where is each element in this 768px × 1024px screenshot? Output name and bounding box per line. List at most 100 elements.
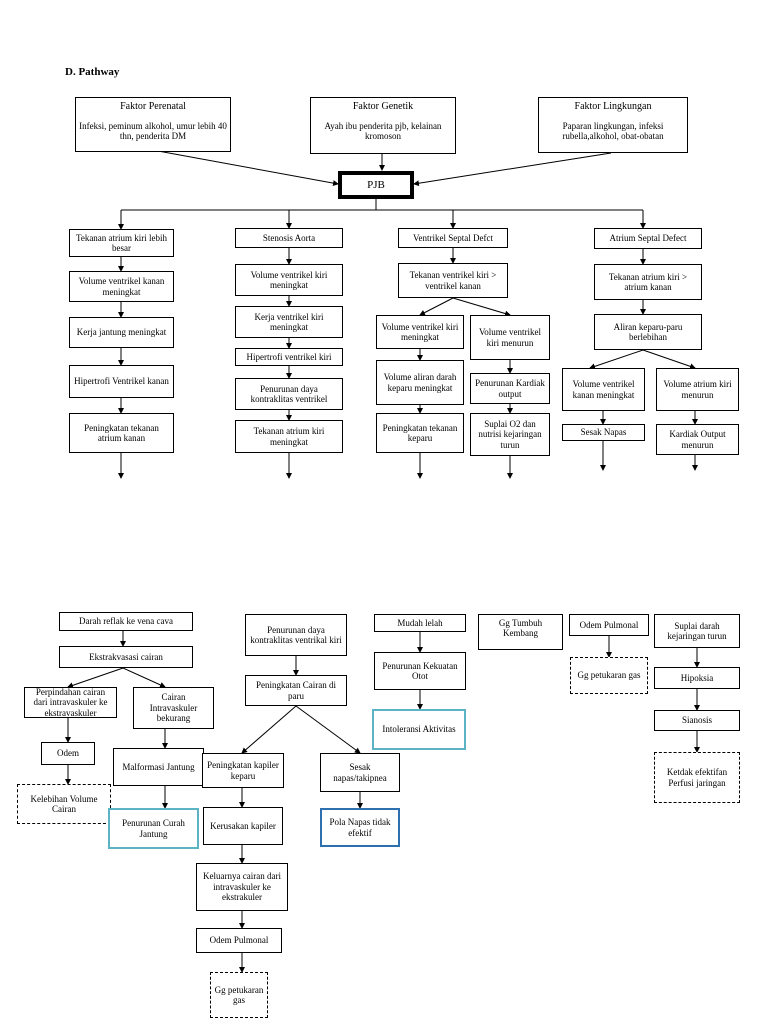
- factor-perenatal-title: Faktor Perenatal: [120, 101, 186, 112]
- node-label: Volume ventrikel kiri menurun: [478, 327, 542, 348]
- diagnosis-gg-gas: Gg petukaran gas: [210, 972, 268, 1018]
- node-label: Mudah lelah: [397, 617, 443, 628]
- node-label: Intoleransi Aktivitas: [382, 724, 456, 735]
- node-label: Kerja jantung meningkat: [76, 327, 167, 338]
- node-label: Gg Tumbuh Kembang: [498, 618, 543, 639]
- col4-right-node: Volume atrium kiri menurun: [656, 368, 739, 411]
- col2-node: Hipertrofi ventrikel kiri: [235, 348, 343, 366]
- col2-node: Penurunan daya kontraklitas ventrikel: [235, 378, 343, 410]
- node-odem-pulmonal-2: Odem Pulmonal: [569, 614, 649, 636]
- node-label: Suplai darah kejaringan turun: [667, 620, 727, 641]
- node-label: Darah reflak ke vena cava: [79, 616, 173, 627]
- node-label: Perpindahan cairan dari intravaskuler ke…: [33, 687, 108, 718]
- pjb-label: PJB: [367, 178, 385, 191]
- node-label: Peningkatan kapiler keparu: [207, 760, 279, 781]
- node-label: Penurunan daya kontraklitas ventrikal ki…: [250, 624, 342, 645]
- col2-node: Tekanan atrium kiri meningkat: [235, 420, 343, 453]
- factor-lingkungan-desc: Paparan lingkungan, infeksi rubella,alko…: [562, 120, 664, 141]
- node-label: Atrium Septal Defect: [609, 233, 687, 244]
- node-hipoksia: Hipoksia: [654, 667, 740, 689]
- page-heading: D. Pathway: [65, 66, 120, 78]
- node-label: Ventrikel Septal Defct: [413, 232, 493, 243]
- col4-sub: Tekanan atrium kiri > atrium kanan: [594, 264, 702, 300]
- diagnosis-intoleransi: Intoleransi Aktivitas: [372, 709, 466, 750]
- factor-lingkungan-title: Faktor Lingkungan: [574, 101, 652, 112]
- node-keluarnya: Keluarnya cairan dari intravaskuler ke e…: [196, 863, 288, 911]
- edge-perenatal-pjb: [157, 150, 339, 187]
- edge-lingkungan-pjb: [413, 152, 612, 187]
- node-label: Volume ventrikel kiri meningkat: [381, 321, 459, 342]
- node-label: Tekanan ventrikel kiri > ventrikel kanan: [409, 270, 497, 291]
- node-peningkatan-cairan: Peningkatan Cairan di paru: [245, 675, 347, 706]
- col3-sub: Tekanan ventrikel kiri > ventrikel kanan: [398, 263, 508, 298]
- node-label: Peningkatan tekanan atrium kanan: [84, 422, 159, 443]
- col1-node: Tekanan atrium kiri lebih besar: [69, 229, 174, 257]
- node-label: Odem: [57, 748, 79, 759]
- node-refluks: Darah reflak ke vena cava: [59, 612, 193, 631]
- node-label: Tekanan atrium kiri meningkat: [253, 426, 325, 447]
- node-label: Hipoksia: [680, 672, 714, 683]
- node-label: Stenosis Aorta: [262, 232, 316, 243]
- node-label: Kardiak Output menurun: [669, 429, 726, 450]
- node-label: Penurunan Kardiak output: [475, 378, 545, 399]
- node-label: Odem Pulmonal: [209, 935, 269, 946]
- node-odem-pulmonal: Odem Pulmonal: [196, 928, 282, 953]
- diagnosis-perfusi: Ketdak efektifan Perfusi jaringan: [654, 752, 740, 803]
- node-label: Cairan Intravaskuler bekurang: [149, 692, 198, 724]
- node-label: Suplai O2 dan nutrisi kejaringan turun: [478, 418, 542, 450]
- node-label: Volume ventrikel kanan meningkat: [78, 276, 165, 297]
- factor-perenatal-desc: Infeksi, peminum alkohol, umur lebih 40 …: [79, 120, 227, 141]
- col2-node: Volume ventrikel kiri meningkat: [235, 264, 343, 296]
- col3-right-node: Volume ventrikel kiri menurun: [470, 315, 550, 360]
- col4-left-node: Volume ventrikel kanan meningkat: [562, 368, 645, 411]
- factor-perenatal-box: Faktor Perenatal Infeksi, peminum alkoho…: [75, 97, 231, 152]
- col3-left-node: Volume ventrikel kiri meningkat: [376, 315, 464, 349]
- factor-genetik-box: Faktor Genetik Ayah ibu penderita pjb, k…: [310, 97, 456, 154]
- col3-right-node: Penurunan Kardiak output: [470, 373, 550, 404]
- col3-left-node: Peningkatan tekanan keparu: [376, 413, 464, 453]
- node-label: Pola Napas tidak efektif: [329, 817, 391, 838]
- node-label: Ekstrakvasasi cairan: [89, 651, 163, 662]
- node-kerusakan: Kerusakan kapiler: [203, 807, 283, 845]
- node-label: Malformasi Jantung: [122, 761, 195, 772]
- node-label: Odem Pulmonal: [579, 619, 639, 630]
- node-cairan-kurang: Cairan Intravaskuler bekurang: [133, 687, 214, 729]
- node-label: Sesak Napas: [580, 427, 627, 438]
- node-label: Penurunan daya kontraklitas ventrikel: [250, 383, 328, 404]
- diagnosis-gg-gas-2: Gg petukaran gas: [570, 657, 648, 694]
- node-sesak: Sesak napas/takipnea: [320, 753, 400, 792]
- col3-head: Ventrikel Septal Defct: [398, 228, 508, 248]
- diagnosis-kelebihan-volume: Kelebihan Volume Cairan: [17, 784, 111, 824]
- node-label: Gg petukaran gas: [577, 670, 641, 681]
- diagnosis-curah-jantung: Penurunan Curah Jantung: [108, 808, 199, 849]
- col4-sub2: Aliran keparu-paru berlebihan: [594, 314, 702, 350]
- col1-node: Volume ventrikel kanan meningkat: [69, 271, 174, 302]
- node-label: Kerusakan kapiler: [210, 820, 276, 831]
- node-label: Sianosis: [681, 715, 712, 726]
- node-label: Aliran keparu-paru berlebihan: [613, 321, 683, 342]
- node-label: Penurunan Kekuatan Otot: [382, 660, 458, 681]
- node-penurunan-daya: Penurunan daya kontraklitas ventrikal ki…: [245, 614, 347, 656]
- col2-node: Kerja ventrikel kiri meningkat: [235, 306, 343, 338]
- col4-right-node: Kardiak Output menurun: [656, 424, 739, 455]
- node-kapiler: Peningkatan kapiler keparu: [202, 753, 284, 788]
- node-label: Volume ventrikel kiri meningkat: [250, 269, 328, 290]
- node-label: Tekanan atrium kiri > atrium kanan: [608, 271, 688, 292]
- diagnosis-pola-napas: Pola Napas tidak efektif: [320, 808, 400, 847]
- col1-node: Peningkatan tekanan atrium kanan: [69, 413, 174, 453]
- col1-node: Kerja jantung meningkat: [69, 317, 174, 348]
- factor-lingkungan-box: Faktor Lingkungan Paparan lingkungan, in…: [538, 97, 688, 153]
- node-lelah: Mudah lelah: [374, 614, 466, 632]
- col3-right-node: Suplai O2 dan nutrisi kejaringan turun: [470, 413, 550, 456]
- col4-left-node: Sesak Napas: [562, 424, 645, 441]
- node-label: Volume aliran darah keparu meningkat: [383, 372, 457, 393]
- col4-head: Atrium Septal Defect: [594, 228, 702, 249]
- col1-node: Hipertrofi Ventrikel kanan: [69, 365, 174, 398]
- node-label: Kelebihan Volume Cairan: [30, 793, 98, 814]
- node-label: Volume ventrikel kanan meningkat: [572, 379, 635, 400]
- col3-left-node: Volume aliran darah keparu meningkat: [376, 360, 464, 405]
- node-label: Gg petukaran gas: [214, 984, 264, 1005]
- node-ekstravasasi: Ekstrakvasasi cairan: [59, 646, 193, 668]
- node-otot: Penurunan Kekuatan Otot: [374, 652, 466, 690]
- node-label: Sesak napas/takipnea: [333, 762, 387, 783]
